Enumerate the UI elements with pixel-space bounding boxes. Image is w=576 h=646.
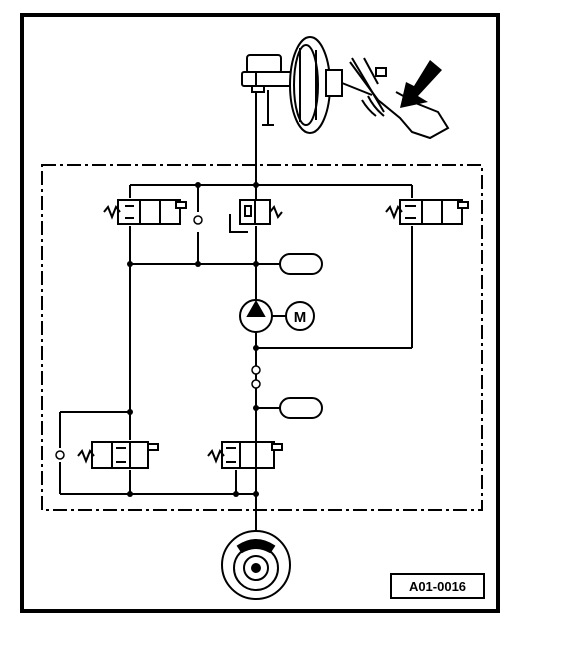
solenoid-valve-icon	[103, 199, 187, 225]
brake-booster-icon	[289, 36, 373, 134]
solenoid-valve-icon	[385, 199, 469, 225]
accumulator-icon	[279, 397, 323, 419]
figure-reference-code: A01-0016	[390, 573, 485, 599]
motor-label: M	[294, 309, 307, 326]
brake-disc-icon	[221, 530, 291, 600]
figure-frame	[20, 13, 500, 613]
pump-icon	[239, 299, 286, 333]
accumulator-icon	[279, 253, 323, 275]
foot-pedal-icon	[349, 57, 450, 140]
motor-icon: M	[285, 301, 315, 331]
hydraulic-lines	[59, 92, 413, 545]
solenoid-valve-icon	[239, 199, 283, 225]
solenoid-valve-icon	[77, 441, 159, 469]
solenoid-valve-icon	[207, 441, 283, 469]
check-valves	[55, 215, 261, 460]
arrow-icon	[400, 60, 442, 108]
hydraulic-unit-boundary	[41, 164, 483, 511]
master-cylinder-icon	[241, 54, 293, 126]
line-junctions	[127, 182, 259, 497]
